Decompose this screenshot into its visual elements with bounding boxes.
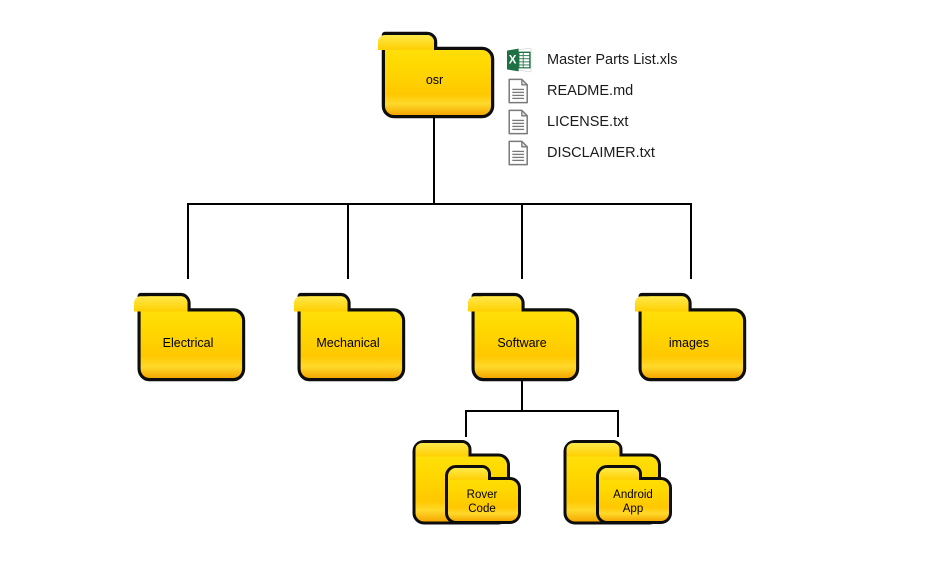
- connector-to-electrical: [187, 203, 189, 279]
- folder-osr[interactable]: osr: [376, 25, 495, 119]
- file-name: DISCLAIMER.txt: [547, 144, 655, 161]
- file-row[interactable]: DISCLAIMER.txt: [506, 137, 678, 168]
- file-row[interactable]: README.md: [506, 75, 678, 106]
- text-file-icon: [506, 139, 532, 167]
- file-name: Master Parts List.xls: [547, 51, 678, 68]
- connector-software-stem: [521, 380, 523, 411]
- connector-to-images: [690, 203, 692, 279]
- connector-root-stem: [433, 117, 435, 204]
- file-row[interactable]: LICENSE.txt: [506, 106, 678, 137]
- folder-software[interactable]: Software: [466, 286, 580, 382]
- folder-mechanical[interactable]: Mechanical: [292, 286, 406, 382]
- connector-to-software: [521, 203, 523, 279]
- folder-rover-code[interactable]: Rover Code: [412, 436, 521, 528]
- text-file-icon: [506, 77, 532, 105]
- excel-file-icon: X: [506, 46, 532, 74]
- text-file-icon: [506, 108, 532, 136]
- svg-text:X: X: [509, 54, 517, 66]
- folder-electrical[interactable]: Electrical: [132, 286, 246, 382]
- folder-android-app[interactable]: Android App: [563, 436, 672, 528]
- connector-level3-bus: [465, 410, 618, 412]
- root-file-list: X Master Parts List.xls README.md: [506, 44, 678, 168]
- file-row[interactable]: X Master Parts List.xls: [506, 44, 678, 75]
- file-name: README.md: [547, 82, 634, 99]
- connector-level2-bus: [187, 203, 691, 205]
- connector-to-mechanical: [347, 203, 349, 279]
- connector-to-android-app: [617, 410, 619, 437]
- folder-images[interactable]: images: [633, 286, 747, 382]
- connector-to-rover-code: [465, 410, 467, 437]
- file-name: LICENSE.txt: [547, 113, 629, 130]
